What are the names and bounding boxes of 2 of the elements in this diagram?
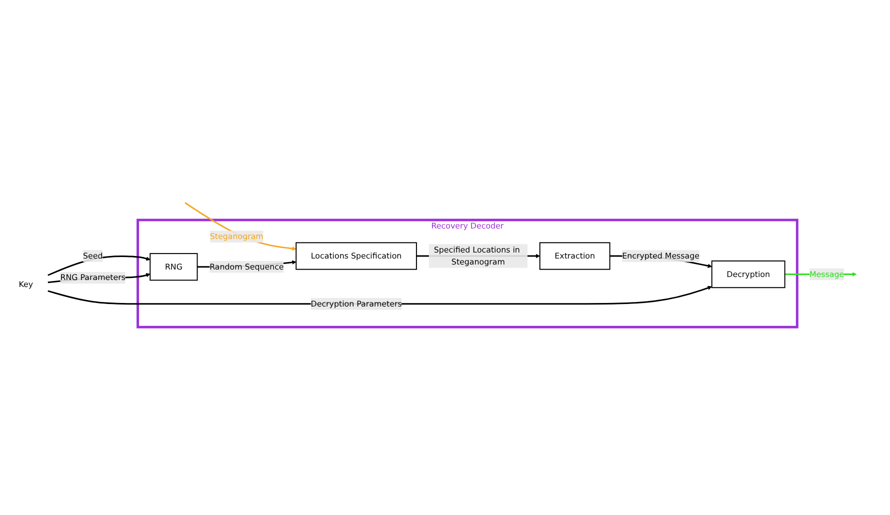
arrow: [184, 202, 296, 251]
arrow: [48, 256, 150, 276]
